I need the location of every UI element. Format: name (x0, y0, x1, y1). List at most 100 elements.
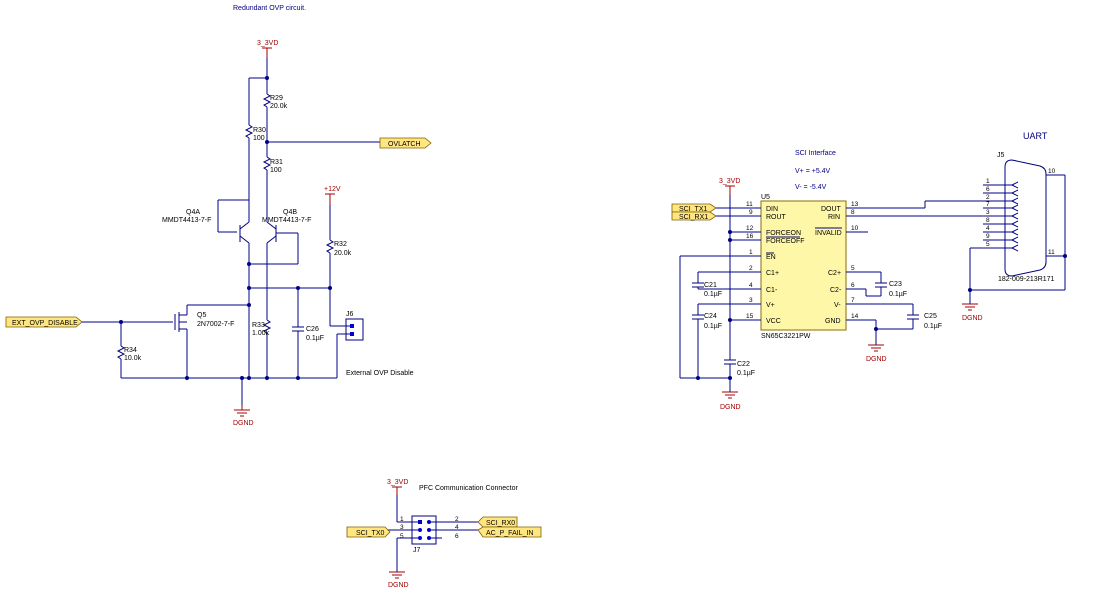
r29-ref: R29 (270, 95, 283, 102)
u5-pin-vplus-num: 3 (749, 297, 753, 304)
u5-pin-forceoff-num: 16 (746, 233, 754, 240)
u5-pin-gnd-num: 14 (851, 313, 859, 320)
j6-ref: J6 (346, 311, 354, 318)
port-sci-tx0: SCI_TX0 (346, 526, 391, 538)
port-ac-p-fail-in: AC_P_FAIL_IN (477, 526, 542, 538)
port-sci-rx1: SCI_RX1 (671, 211, 717, 221)
connector-j6: J6 External OVP Disable (329, 288, 414, 378)
j5-pin-11: 11 (1048, 249, 1055, 256)
r30-ref: R30 (253, 127, 266, 134)
r34-ref: R34 (124, 347, 137, 354)
j5-pin-6: 6 (986, 186, 990, 193)
u5-pin-din: DIN (766, 206, 778, 213)
sci-rx1-label: SCI_RX1 (679, 214, 708, 221)
pfc-caption: PFC Communication Connector (419, 485, 518, 492)
c26-ref: C26 (306, 326, 319, 333)
r31-ref: R31 (270, 159, 283, 166)
uart-title: UART (1023, 131, 1048, 141)
j7-pin-2: 2 (455, 516, 459, 523)
resistor-r30: R30 100 (244, 124, 266, 200)
q4b-value: MMDT4413-7-F (262, 217, 311, 224)
dgnd-label-sci-right: DGND (866, 356, 887, 363)
u5-pin-invalid-num: 10 (851, 225, 859, 232)
u5-pin-rout-num: 9 (749, 209, 753, 216)
sci-tx1-label: SCI_TX1 (679, 206, 708, 213)
dgnd-label-ovp: DGND (233, 420, 254, 427)
resistor-r34: R34 10.0k (116, 322, 142, 378)
resistor-r29: R29 20.0k (262, 78, 288, 142)
u5-pin-c1m-num: 4 (749, 282, 753, 289)
ground-sci-left: DGND (720, 391, 741, 411)
u5-pin-en-num: 1 (749, 249, 753, 256)
transistor-q4a: Q4A MMDT4413-7-F (162, 199, 250, 264)
v33-supply-ovp: 3_3VD (257, 40, 278, 58)
u5-value: SN65C3221PW (761, 333, 811, 340)
j5-pin-7: 7 (986, 201, 990, 208)
u5-pin-forceon: FORCEON (766, 230, 801, 237)
u5-pin-invalid: INVALID (815, 230, 842, 237)
ac-p-fail-in-label: AC_P_FAIL_IN (486, 530, 533, 537)
resistor-r32: R32 20.0k (325, 205, 352, 288)
ovlatch-label: OVLATCH (388, 141, 421, 148)
sci-rx0-label: SCI_RX0 (486, 520, 515, 527)
resistor-r31: R31 100 (262, 142, 283, 200)
port-sci-rx0: SCI_RX0 (477, 516, 518, 528)
u5-pin-gnd: GND (825, 318, 841, 325)
u5-pin-c2m: C2- (830, 287, 842, 294)
j7-pin-1: 1 (400, 516, 404, 523)
u5-pin-c1m: C1- (766, 287, 778, 294)
q4a-ref: Q4A (186, 209, 200, 216)
transistor-q4b: Q4B MMDT4413-7-F (262, 200, 311, 288)
j5-pin-1: 1 (986, 178, 990, 185)
u5-pin-rout: ROUT (766, 214, 787, 221)
j5-pin-3: 3 (986, 209, 990, 216)
u5-pin-vcc: VCC (766, 318, 781, 325)
v33-label: 3_3VD (257, 40, 278, 47)
c26-value: 0.1µF (306, 335, 324, 342)
c22-ref: C22 (737, 361, 750, 368)
j5-pin-5: 5 (986, 241, 990, 248)
v33-label-pfc: 3_3VD (387, 479, 408, 486)
sci-tx0-label: SCI_TX0 (356, 530, 385, 537)
u5-pin-vminus-num: 7 (851, 297, 855, 304)
port-sci-tx1: SCI_TX1 (671, 203, 717, 213)
ext-ovp-caption: External OVP Disable (346, 370, 414, 377)
j5-pin-10: 10 (1048, 168, 1056, 175)
ground-pfc: DGND (388, 571, 409, 589)
u5-pin-c2m-num: 6 (851, 282, 855, 289)
r30-value: 100 (253, 135, 265, 142)
j7-pin-5: 5 (400, 533, 404, 540)
ext-ovp-disable-label: EXT_OVP_DISABLE (12, 320, 78, 327)
capacitor-c25: C25 0.1µF (876, 304, 942, 330)
vplus-note: V+ = +5.4V (795, 168, 831, 175)
ground-ovp: DGND (233, 405, 254, 427)
u5-pin-c1p-num: 2 (749, 265, 753, 272)
dgnd-label-sci-left: DGND (720, 404, 741, 411)
u5-pin-vcc-num: 15 (746, 313, 754, 320)
ground-sci-right: DGND (866, 344, 887, 363)
c24-value: 0.1µF (704, 323, 722, 330)
j5-pin-4: 4 (986, 225, 990, 232)
v33-label-sci: 3_3VD (719, 178, 740, 185)
j5-value: 182-009-213R171 (998, 276, 1055, 283)
u5-pin-rin-num: 8 (851, 209, 855, 216)
u5-pin-forceon-num: 12 (746, 225, 754, 232)
c25-ref: C25 (924, 313, 937, 320)
q4a-value: MMDT4413-7-F (162, 217, 211, 224)
c21-ref: C21 (704, 282, 717, 289)
r32-ref: R32 (334, 241, 347, 248)
r29-value: 20.0k (270, 103, 288, 110)
sci-title: SCI Interface (795, 150, 836, 157)
mosfet-q5: Q5 2N7002-7-F (174, 304, 249, 378)
u5-pin-din-num: 11 (746, 201, 753, 208)
capacitor-c22: C22 0.1µF (724, 359, 755, 378)
u5-pin-c1p: C1+ (766, 270, 779, 277)
u5-pin-forceoff: FORCEOFF (766, 238, 805, 245)
ovp-title: Redundant OVP circuit. (233, 5, 306, 12)
capacitor-c23: C23 0.1µF (865, 272, 907, 298)
j5-pin-9: 9 (986, 233, 990, 240)
q5-ref: Q5 (197, 312, 206, 319)
r33-ref: R33 (252, 322, 265, 329)
q5-value: 2N7002-7-F (197, 321, 234, 328)
